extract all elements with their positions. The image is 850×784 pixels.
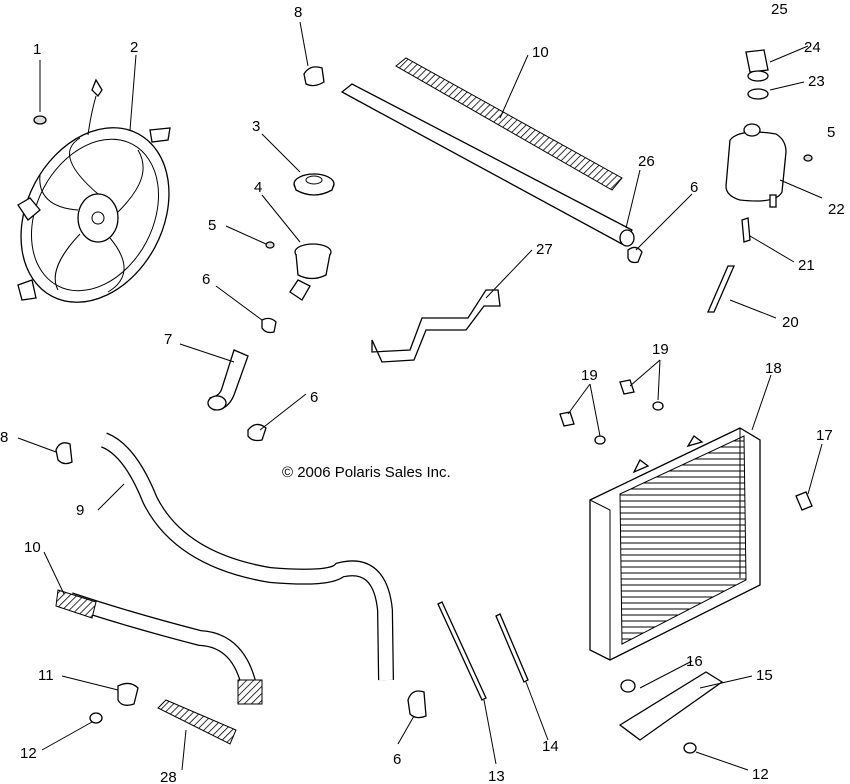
callout-23: 23: [808, 73, 825, 90]
callout-6d: 6: [393, 751, 401, 768]
callout-20: 20: [782, 314, 799, 331]
callout-5b: 5: [827, 124, 835, 141]
long-hose: [100, 432, 394, 681]
fitting-21: [741, 217, 751, 243]
filler-neck: [289, 243, 332, 301]
callout-13: 13: [488, 768, 505, 784]
callout-19b: 19: [581, 367, 598, 384]
callout-6c: 6: [690, 179, 698, 196]
callout-6a: 6: [202, 271, 210, 288]
callout-10b: 10: [24, 539, 41, 556]
leader-lines: [17, 21, 823, 771]
callout-8b: 8: [0, 429, 8, 446]
callout-9: 9: [76, 502, 84, 519]
clamp-parts: [55, 66, 813, 719]
callout-26: 26: [638, 153, 655, 170]
callout-4: 4: [254, 179, 262, 196]
lower-hose: [55, 589, 263, 705]
elbow-hose: [207, 349, 249, 411]
small-tube-20: [707, 265, 735, 313]
callout-5a: 5: [208, 217, 216, 234]
callout-14: 14: [542, 738, 559, 755]
bolt-17: [795, 491, 813, 511]
radiator: [589, 427, 761, 661]
callout-1: 1: [33, 41, 41, 58]
callout-17: 17: [816, 427, 833, 444]
nuts-19: [559, 379, 664, 445]
callout-16: 16: [686, 653, 703, 670]
callout-22: 22: [828, 201, 845, 218]
rods: [437, 601, 529, 701]
sleeve-top: [395, 57, 623, 191]
lower-bracket: [618, 671, 724, 741]
radiator-cap: [293, 173, 335, 196]
callout-28: 28: [160, 769, 177, 784]
callout-27: 27: [536, 241, 553, 258]
callout-8a: 8: [294, 4, 302, 21]
reservoir-cap-stack: [745, 49, 769, 100]
callout-18: 18: [765, 360, 782, 377]
callout-6b: 6: [310, 389, 318, 406]
callout-21: 21: [798, 257, 815, 274]
callout-3: 3: [252, 118, 260, 135]
fan-assembly: [17, 78, 171, 303]
long-tube: [340, 83, 635, 247]
callout-12b: 12: [752, 766, 769, 783]
bracket: [371, 289, 501, 363]
callout-19a: 19: [652, 341, 669, 358]
clamp-11: [89, 682, 697, 754]
copyright-notice: © 2006 Polaris Sales Inc.: [282, 464, 451, 481]
callout-25: 25: [771, 1, 788, 18]
callout-12a: 12: [20, 745, 37, 762]
callout-24: 24: [804, 39, 821, 56]
callout-15: 15: [756, 667, 773, 684]
coolant-reservoir: [725, 123, 787, 208]
callout-10a: 10: [532, 44, 549, 61]
callout-2: 2: [130, 39, 138, 56]
screw-part-1: [33, 115, 47, 125]
callout-7: 7: [164, 331, 172, 348]
callout-11: 11: [38, 667, 54, 684]
sleeve-28: [157, 699, 237, 745]
